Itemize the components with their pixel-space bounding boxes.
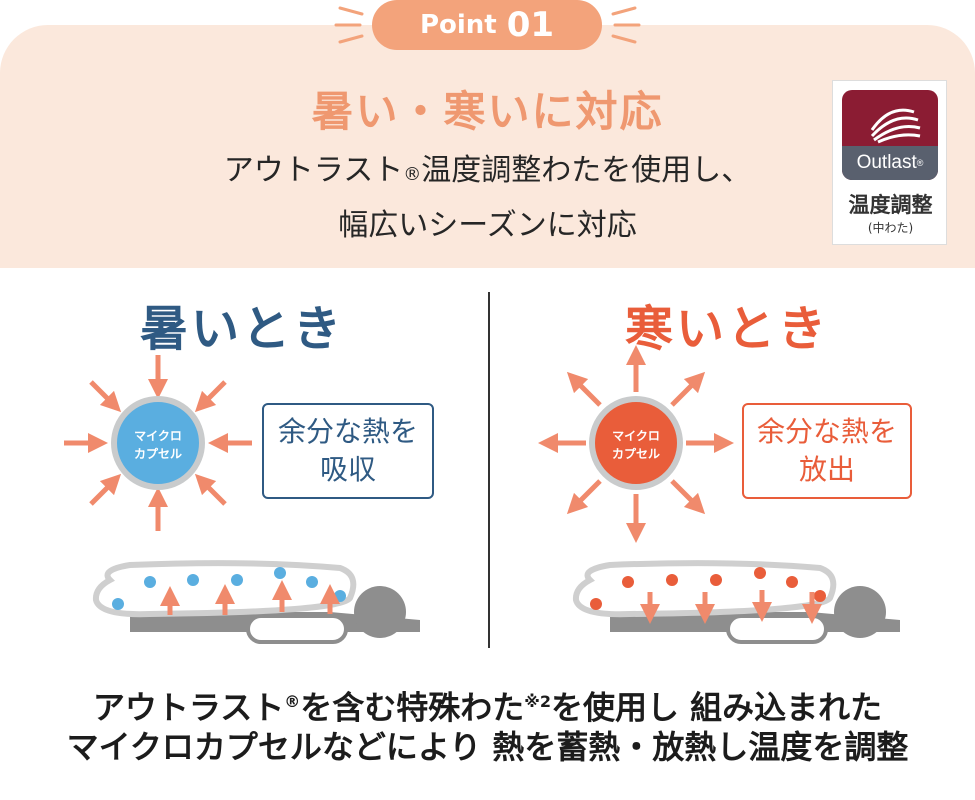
subtitle-line-1: アウトラスト®温度調整わたを使用し、 bbox=[0, 145, 975, 189]
hot-label-line-1: 余分な熱を bbox=[277, 415, 418, 448]
registered-mark: ® bbox=[403, 164, 422, 185]
hot-label-box: 余分な熱を 吸収 bbox=[262, 403, 434, 499]
caption-part-c: を使用し 組み込まれた bbox=[550, 688, 883, 727]
header-band bbox=[0, 25, 975, 268]
hot-capsule-line-1: マイクロ bbox=[134, 429, 182, 443]
point-badge: Point 01 bbox=[372, 0, 602, 50]
caption-line-2: マイクロカプセルなどにより 熱を蓄熱・放熱し温度を調整 bbox=[66, 728, 909, 766]
cold-title: 寒いとき bbox=[625, 301, 830, 357]
cold-capsule-line-2: カプセル bbox=[612, 446, 660, 461]
caption-part-b: を含む特殊わた bbox=[300, 688, 525, 727]
cold-label-line-2: 放出 bbox=[798, 453, 855, 486]
divider bbox=[488, 292, 490, 648]
caption-line-1: アウトラスト®を含む特殊わた※2を使用し 組み込まれた bbox=[0, 680, 975, 730]
outlast-logo-mark: Outlast® bbox=[842, 90, 938, 180]
point-word: Point bbox=[419, 10, 497, 40]
subtitle-brand: アウトラスト bbox=[223, 153, 404, 188]
cold-outward-arrows bbox=[538, 345, 734, 543]
logo-note: (中わた) bbox=[867, 221, 914, 235]
hot-inward-arrows bbox=[64, 355, 252, 531]
hot-capsule bbox=[111, 396, 205, 490]
cold-capsule bbox=[589, 396, 683, 490]
cold-sleeper bbox=[572, 560, 900, 644]
hot-title: 暑いとき bbox=[140, 301, 345, 357]
cold-label-box: 余分な熱を 放出 bbox=[742, 403, 912, 499]
logo-label: 温度調整 bbox=[848, 193, 933, 217]
cold-capsule-line-1: マイクロ bbox=[612, 429, 660, 443]
hot-capsule-line-2: カプセル bbox=[134, 446, 182, 461]
point-number: 01 bbox=[506, 5, 555, 45]
caption-footnote: ※2 bbox=[524, 692, 551, 711]
outlast-brand-label: Outlast® bbox=[842, 146, 938, 180]
swirl-icon bbox=[870, 108, 921, 144]
subtitle-rest: 温度調整わたを使用し、 bbox=[421, 153, 752, 188]
hot-label-line-2: 吸収 bbox=[319, 453, 376, 486]
caption-registered: ® bbox=[284, 692, 301, 711]
caption-brand: アウトラスト bbox=[92, 688, 285, 727]
headline: 暑い・寒いに対応 bbox=[311, 87, 664, 136]
subtitle-line-2: 幅広いシーズンに対応 bbox=[338, 208, 637, 243]
outlast-logo: Outlast® 温度調整 (中わた) bbox=[832, 80, 947, 245]
cold-label-line-1: 余分な熱を bbox=[756, 415, 897, 448]
badge-rays bbox=[334, 6, 641, 44]
hot-sleeper bbox=[92, 560, 420, 644]
